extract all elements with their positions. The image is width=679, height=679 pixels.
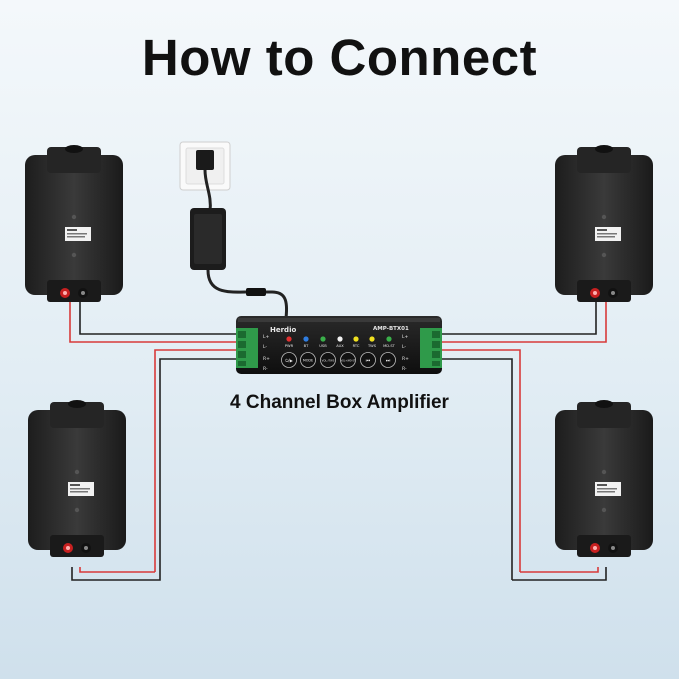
amp-brand: Herdio [270,326,296,334]
terminal-label-right: R- [402,366,407,372]
speaker-top-right [555,145,653,302]
terminal-label-right: R+ [402,356,409,362]
indicator-rtc-icon [353,336,359,342]
button-label: MODE [303,359,313,363]
amp-model: AMP-BTX01 [373,326,409,332]
amplifier: Herdio AMP-BTX01 L+ L- R+ R- L+ L- R+ R-… [236,316,442,374]
button-label: ⏮ [366,358,371,364]
indicator-mdst-icon [386,336,392,342]
terminal-label-right: L+ [402,334,409,340]
terminal-block-left [236,328,258,368]
amplifier-caption: 4 Channel Box Amplifier [230,392,449,413]
indicator-usb-icon [320,336,326,342]
indicator-label: BT [304,344,309,348]
speaker-top-left [25,145,123,302]
speaker-bottom-right [555,400,653,557]
speaker-bottom-left [28,400,126,557]
vol-down-button [320,352,336,368]
indicator-row: PWR BT USB AUX RTC TWS MD-ST [285,336,396,348]
page-title: How to Connect [141,29,538,86]
terminal-label-left: L- [263,344,267,350]
button-label: VOL+/MD-ST [341,360,356,363]
terminal-label-left: R+ [263,356,270,362]
power-adapter [190,208,226,270]
wall-outlet [179,141,231,191]
power-play-button [281,352,297,368]
indicator-label: AUX [336,344,344,348]
button-label: ⏭ [386,358,391,364]
indicator-aux-icon [337,336,343,342]
terminal-label-left: L+ [263,334,270,340]
indicator-tws-icon [369,336,375,342]
indicator-label: USB [319,344,327,348]
indicator-pwr-icon [286,336,292,342]
button-label: ⏻/▶ [285,358,294,363]
vol-up-button [340,352,356,368]
indicator-label: RTC [353,344,360,348]
indicator-label: MD-ST [383,344,395,348]
indicator-label: PWR [285,344,294,348]
next-button [380,352,396,368]
terminal-label-right: L- [402,344,406,350]
button-row: ⏻/▶ MODE VOL-/TWS VOL+/MD-ST ⏮ ⏭ [281,352,396,368]
terminal-block-right [420,328,442,368]
indicator-bt-icon [303,336,309,342]
indicator-label: TWS [367,344,377,348]
wires [69,290,607,581]
terminal-label-left: R- [263,366,268,372]
prev-button [360,352,376,368]
mode-button [300,352,316,368]
button-label: VOL-/TWS [322,359,335,363]
